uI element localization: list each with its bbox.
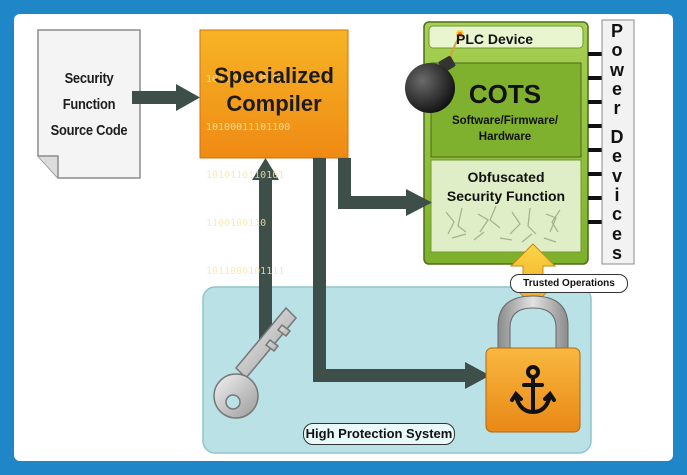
binary-line: 10100011101100 [206,122,291,133]
binary-line: 1011100110100 [206,74,285,85]
protection-system-label: High Protection System [303,423,455,445]
compiler-title: Specialized Compiler [204,62,344,118]
power-letter: e [611,78,622,99]
power-devices-bar [601,19,635,265]
power-letter: i [614,184,620,205]
arrow-compiler-to-plc [338,158,432,216]
anchor-icon [510,365,556,415]
compiler-binary-text: 1011100110100 10100011101100 10101101101… [206,40,302,296]
power-letter: c [611,204,622,225]
power-letter: r [613,98,621,119]
key-icon [213,306,298,419]
cots-subtitle-line1: Software/Firmware/ [451,115,559,127]
power-letter: s [611,242,622,263]
power-connectors [588,52,602,224]
binary-line: 1100100110 [206,218,267,229]
power-letter: o [611,40,623,61]
cots-title: COTS [468,79,542,109]
source-document-icon [37,29,141,179]
power-letter: D [610,126,624,147]
binary-line: 1011000101111 [206,266,285,277]
power-letter: v [611,165,622,186]
obfuscated-label-line2: Security Function [446,188,566,204]
arrow-key-to-compiler [252,158,279,346]
binary-line: 1010110110101 [206,170,285,181]
arrow-document-to-compiler [132,84,200,111]
power-letter: e [611,223,622,244]
source-document-label: Security Function Source Code [43,66,134,144]
compiler-title-line2: Compiler [226,91,322,116]
power-letter: P [610,21,623,41]
compiler-title-line1: Specialized [214,63,334,88]
obfuscated-function-label: Obfuscated Security Function [434,168,578,206]
obfuscated-function-box [430,159,582,253]
compiler-box [199,29,349,159]
obfuscated-label-line1: Obfuscated [467,169,545,185]
power-letter: e [611,146,622,167]
cots-box [430,62,582,158]
arrow-compiler-to-lock [313,158,490,389]
scrambled-code-pattern [445,205,561,243]
power-letter: w [609,59,624,80]
cots-subtitle-line2: Hardware [478,131,532,143]
power-devices-label: P o w e r D e v i c e s [602,22,632,262]
plc-title-bar [428,25,584,49]
cots-subtitle: Software/Firmware/ Hardware [432,113,578,145]
trusted-operations-label: Trusted Operations [510,274,628,293]
plc-device-title: PLC Device [456,31,534,47]
source-document-label-text: Security Function Source Code [50,70,128,139]
bomb-icon [405,30,464,113]
